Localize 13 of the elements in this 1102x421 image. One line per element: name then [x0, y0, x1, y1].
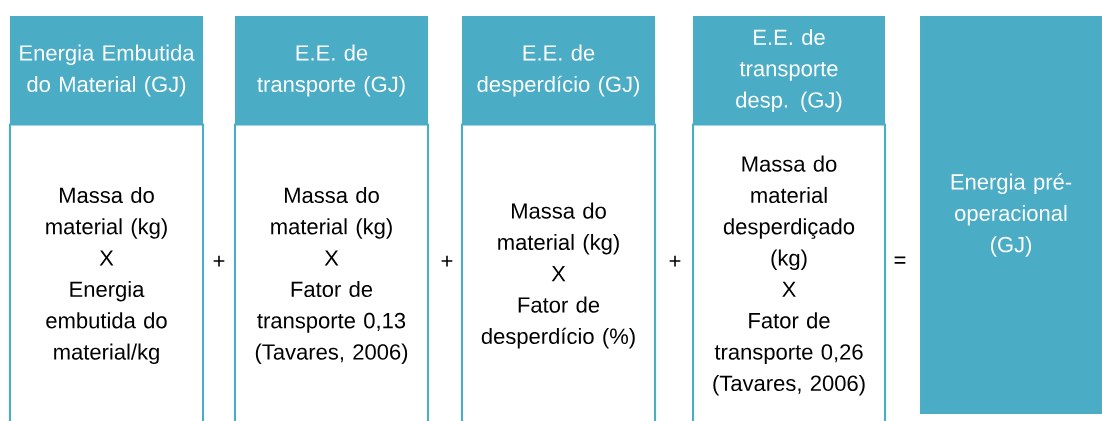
header-box: E.E. de desperdício (GJ) [461, 15, 656, 126]
formula-box: Massa do material (kg) X Fator de desperdício (%) [460, 123, 657, 421]
formula-box: Massa do material desperdiçado (kg) X Fator de transporte 0,26 (Tavares, 2006) [691, 123, 887, 421]
formula-box: Massa do material (kg) X Fator de transporte 0,13 (Tavares, 2006) [233, 123, 430, 421]
operator-sign: = [894, 256, 906, 264]
formula-box: Massa do material (kg) X Energia embutida do material/kg [8, 123, 205, 421]
operator-sign: + [669, 255, 681, 267]
operator-sign: + [441, 255, 453, 267]
header-box: E.E. de transporte desp. (GJ) [693, 15, 885, 126]
operator-sign: + [213, 255, 225, 267]
header-box: Energia Embutida do Material (GJ) [9, 15, 204, 126]
header-box: E.E. de transporte (GJ) [234, 15, 429, 126]
result-box: Energia pré-operacional (GJ) [920, 16, 1102, 414]
